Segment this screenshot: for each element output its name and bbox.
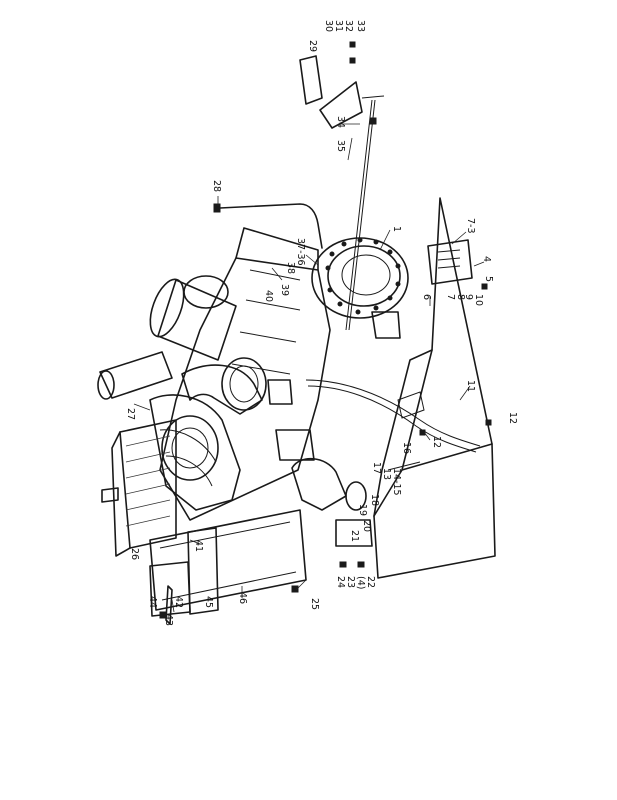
callout-7-3: 7-3 (465, 218, 476, 234)
exhaust-muffler (97, 351, 267, 415)
callout-22: 22 (365, 576, 376, 588)
callout-23: 23 (345, 576, 356, 588)
callout-39: 39 (279, 284, 290, 296)
callout-1: 1 (391, 226, 402, 232)
radiator (101, 419, 177, 557)
leader-lines (133, 123, 485, 613)
callout-21: 21 (349, 530, 360, 542)
callout-6: 6 (421, 294, 432, 300)
callout-45: 45 (203, 596, 214, 608)
fuel-tank (373, 197, 496, 579)
callout-40: 40 (263, 290, 274, 302)
front-plate (149, 527, 219, 625)
callout-9: 9 (463, 294, 474, 300)
callout-30: 30 (323, 20, 334, 32)
callout-18: 18 (369, 494, 380, 506)
callout-25: 25 (309, 598, 320, 610)
callout-16: 16 (401, 442, 412, 454)
callout-20: 20 (361, 520, 372, 532)
callout-13: 13 (381, 468, 392, 480)
throttle-linkage (299, 55, 385, 331)
callout-37-36: 37-36 (295, 238, 306, 266)
engine-block (159, 227, 331, 521)
callout-8: 8 (455, 294, 466, 300)
callout-35: 35 (335, 140, 346, 152)
flywheel-housing (311, 237, 409, 339)
callout-5: 5 (483, 276, 494, 282)
callout-19: 19 (357, 504, 368, 516)
callout-44: 44 (147, 596, 158, 608)
callout-14-15: 14-15 (391, 468, 402, 496)
callout-29: 29 (307, 40, 318, 52)
callout-46: 46 (237, 592, 248, 604)
oil-line (213, 203, 323, 249)
callout-26: 26 (129, 548, 140, 560)
callout-10: 10 (473, 294, 484, 306)
callout-12-right: 12 (507, 412, 518, 424)
callout-38: 38 (285, 262, 296, 274)
fuel-lines (305, 379, 481, 453)
callout-7: 7 (445, 294, 456, 300)
callout-32: 32 (343, 20, 354, 32)
callout-24: 24 (335, 576, 346, 588)
callout-31: 31 (333, 20, 344, 32)
callout-43: 43 (163, 614, 174, 626)
silencer (291, 457, 373, 547)
callout-4-paren: (4) (355, 576, 366, 589)
air-cleaner (149, 275, 237, 361)
callout-11: 11 (465, 380, 476, 392)
blower-housing (149, 394, 241, 511)
callout-41: 41 (193, 540, 204, 552)
callout-4: 4 (481, 256, 492, 262)
callout-27: 27 (125, 408, 136, 420)
callout-labels: 1 7-3 4 5 6 7 8 9 10 11 12 12 13 14-15 1… (125, 20, 518, 626)
callout-12-lower: 12 (431, 436, 442, 448)
fasteners (159, 41, 492, 619)
callout-33: 33 (355, 20, 366, 32)
callout-28: 28 (211, 180, 222, 192)
callout-34: 34 (335, 116, 346, 128)
callout-17: 17 (371, 462, 382, 474)
callout-42: 42 (173, 596, 184, 608)
